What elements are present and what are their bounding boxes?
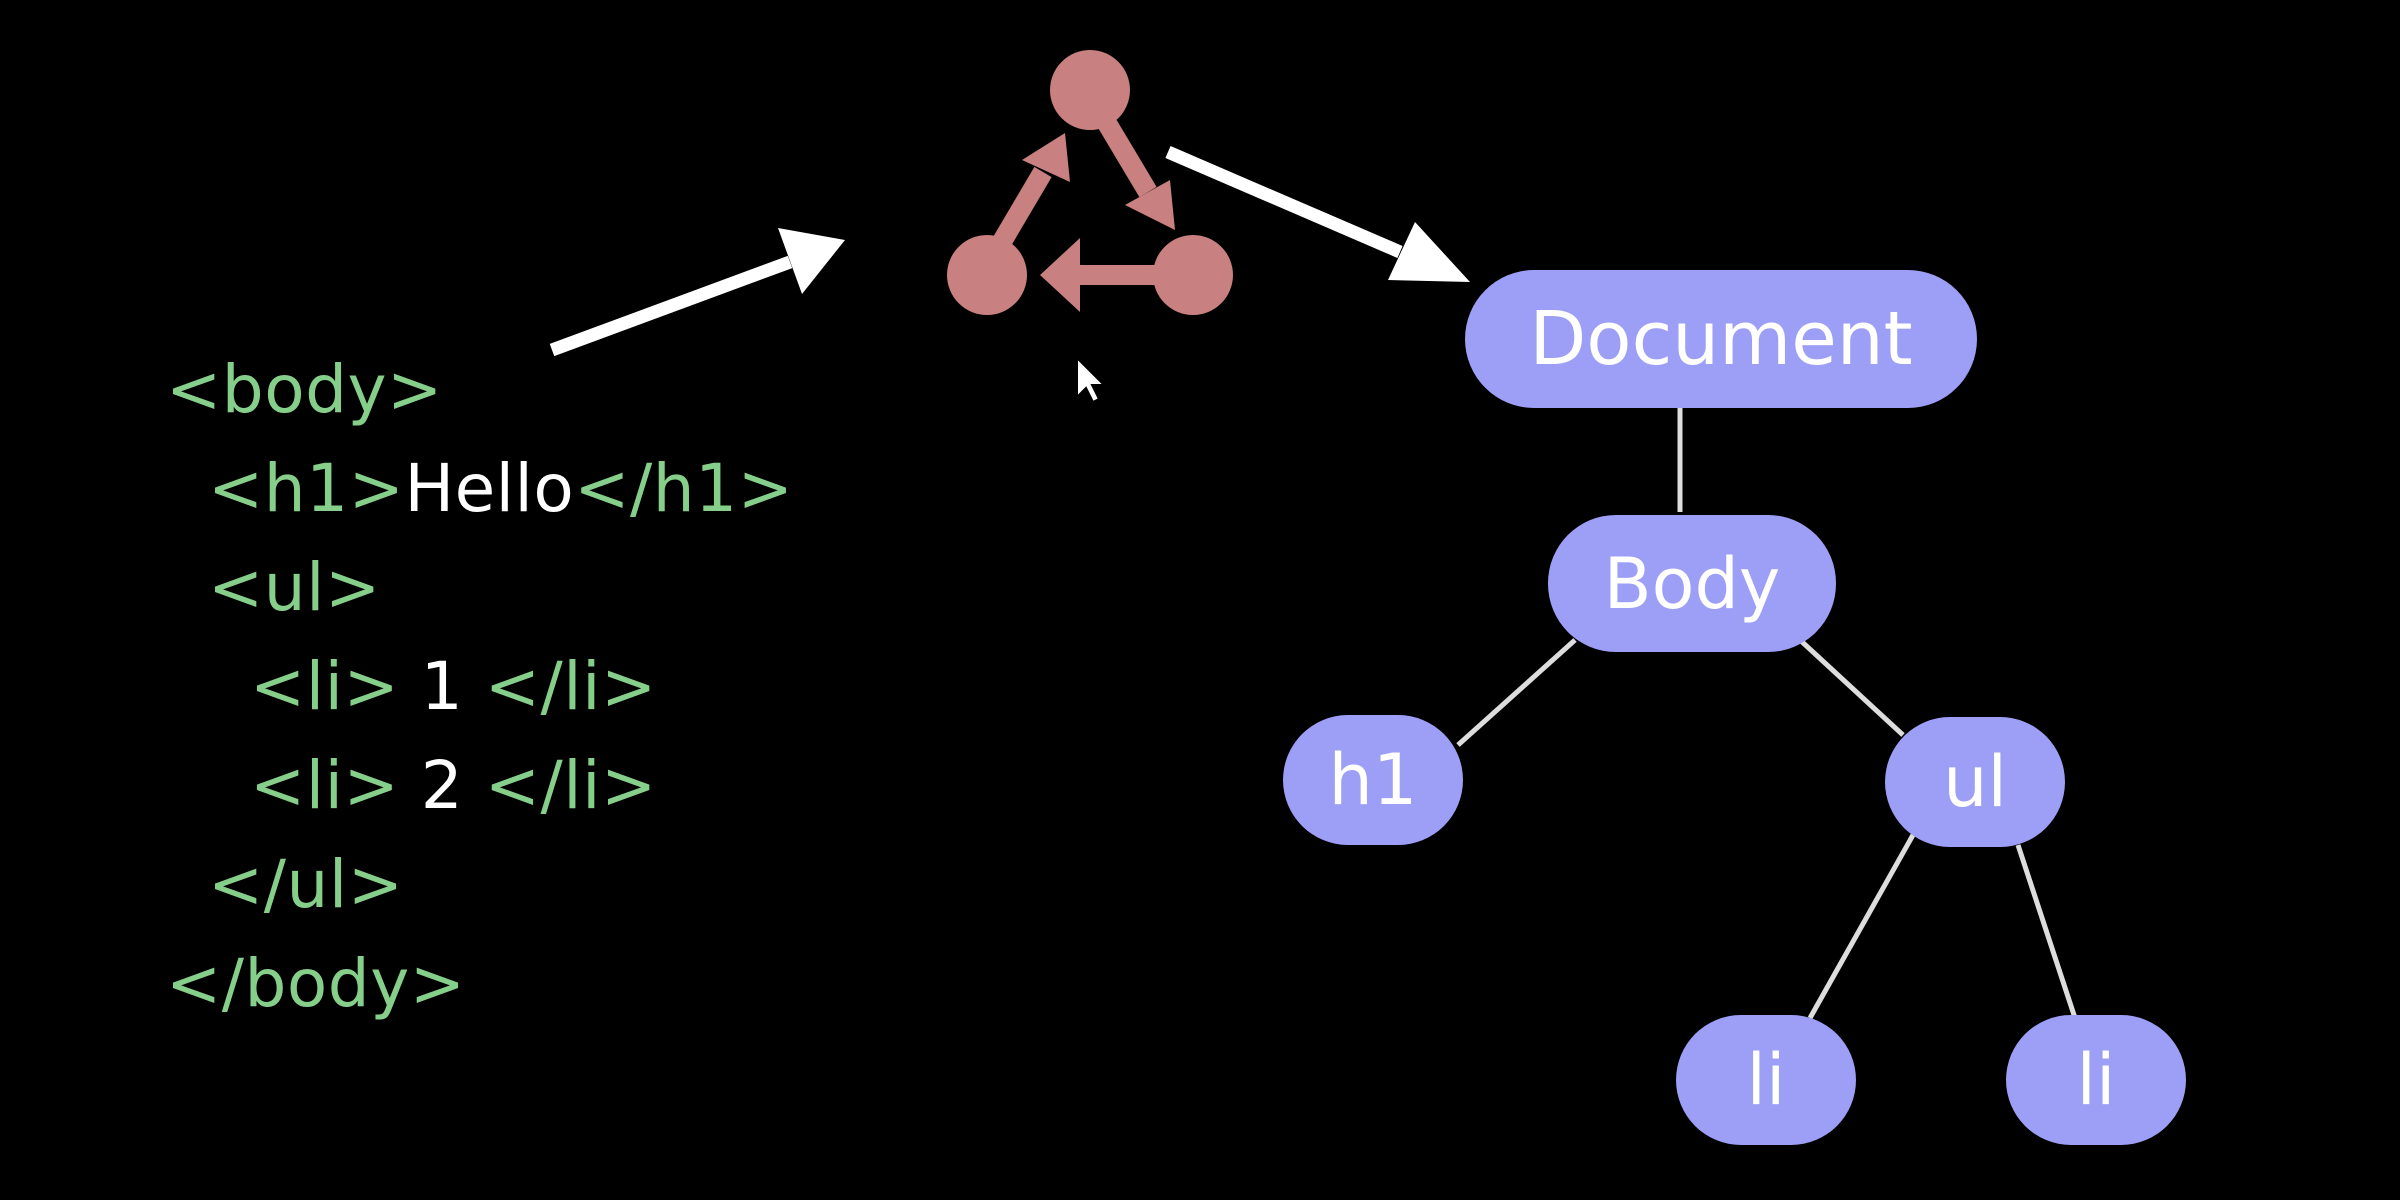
- code-line: <ul>: [166, 538, 793, 637]
- code-line: <li> 1 </li>: [166, 637, 793, 736]
- code-tag: </li>: [484, 648, 657, 725]
- edge-ul-li2: [2015, 844, 2078, 1019]
- code-tag: </body>: [166, 945, 466, 1022]
- code-tag: </li>: [484, 747, 657, 824]
- edge-body-h1: [1456, 638, 1577, 747]
- tree-node-h1: h1: [1283, 715, 1463, 845]
- tree-node-li-2: li: [2006, 1015, 2186, 1145]
- code-tag: <li>: [250, 648, 400, 725]
- code-tag: <body>: [166, 351, 443, 428]
- tree-node-body: Body: [1548, 515, 1836, 652]
- cycle-triangle-icon: [947, 50, 1233, 315]
- code-tag: <li>: [250, 747, 400, 824]
- code-text: Hello: [404, 450, 575, 527]
- tree-node-ul: ul: [1885, 717, 2065, 847]
- tree-node-li-1: li: [1676, 1015, 1856, 1145]
- code-tag: <h1>: [208, 450, 405, 527]
- code-tag: </ul>: [208, 846, 404, 923]
- code-text: 2: [399, 747, 485, 824]
- parser-to-document-arrow: [1165, 146, 1470, 282]
- code-line: </ul>: [166, 835, 793, 934]
- edge-ul-li1: [1807, 833, 1916, 1020]
- code-line: <h1>Hello</h1>: [166, 439, 793, 538]
- code-line: <li> 2 </li>: [166, 736, 793, 835]
- code-tag: <ul>: [208, 549, 381, 626]
- mouse-pointer-icon: [1076, 355, 1107, 404]
- tree-node-document: Document: [1465, 270, 1977, 408]
- code-tag: </h1>: [574, 450, 794, 527]
- code-to-parser-arrow: [549, 228, 845, 357]
- edge-body-ul: [1798, 638, 1905, 737]
- code-line: </body>: [166, 934, 793, 1033]
- tree-edges: [1456, 408, 2078, 1020]
- code-line: <body>: [166, 340, 793, 439]
- html-source-code: <body><h1>Hello</h1><ul><li> 1 </li><li>…: [166, 340, 793, 1033]
- code-text: 1: [399, 648, 485, 725]
